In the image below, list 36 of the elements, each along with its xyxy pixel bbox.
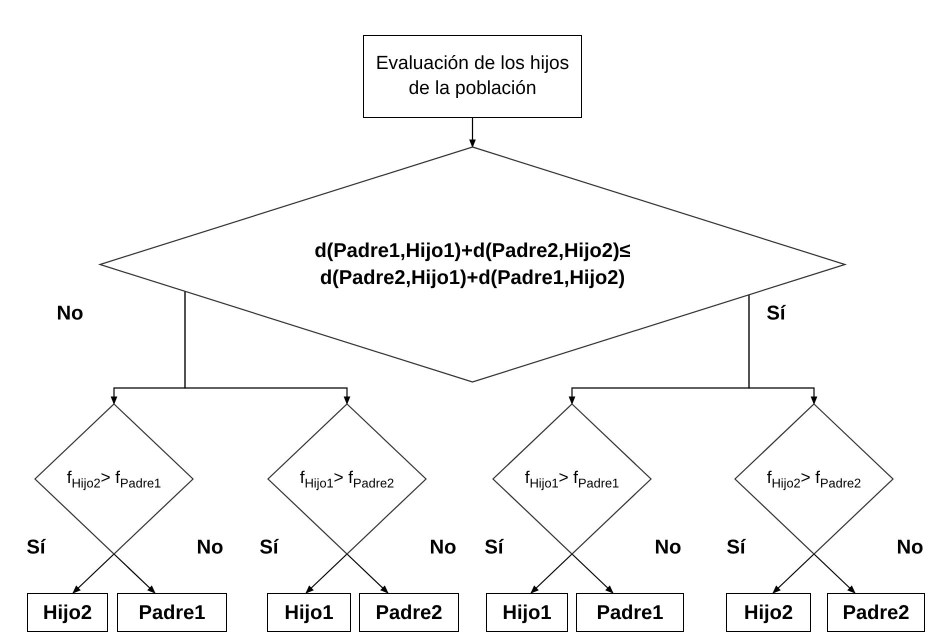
condition-text: f$_{Hijo2}$> f$_{Padre1}$ (66, 466, 162, 492)
edge-label: Sí (726, 536, 746, 560)
edge-label: No (654, 536, 682, 560)
edge-label: No (896, 536, 924, 560)
condition-text: f$_{Hijo1}$> f$_{Padre2}$ (298, 466, 396, 492)
process-box: Hijo1 (486, 593, 568, 632)
process-box: Padre2 (827, 593, 925, 632)
process-box: Hijo2 (726, 593, 811, 632)
process-box: Evaluación de los hijos de la población (363, 35, 582, 118)
arrow (748, 294, 818, 405)
condition-text: d(Padre1,Hijo1)+d(Padre2,Hijo2)≤ d(Padre2,Hijo1)+d(Padre1,Hijo2) (313, 238, 632, 290)
branch-label: No (56, 302, 84, 326)
arrow (469, 118, 476, 148)
arrow (814, 554, 856, 594)
process-box: Padre1 (117, 593, 227, 632)
edge-label: No (196, 536, 224, 560)
edge-label: Sí (484, 536, 504, 560)
arrow (305, 554, 348, 594)
process-box: Padre2 (359, 593, 459, 632)
process-box: Hijo2 (27, 593, 108, 632)
arrow (530, 554, 572, 594)
branch-label: Sí (766, 302, 786, 326)
edge-label: Sí (260, 536, 278, 560)
edge-label: No (430, 536, 456, 560)
condition-text: f$_{Hijo1}$> f$_{Padre1}$ (524, 466, 620, 492)
condition-text: f$_{Hijo2}$> f$_{Padre2}$ (766, 466, 862, 492)
arrow (772, 554, 814, 594)
decision-diamond (100, 147, 845, 382)
arrow (346, 554, 389, 594)
edge-label: Sí (26, 536, 46, 560)
process-box: Hijo1 (267, 593, 351, 632)
arrow (72, 554, 114, 594)
arrow (114, 554, 156, 594)
process-box: Padre1 (576, 593, 684, 632)
arrow (184, 291, 350, 405)
arrow (572, 554, 614, 594)
